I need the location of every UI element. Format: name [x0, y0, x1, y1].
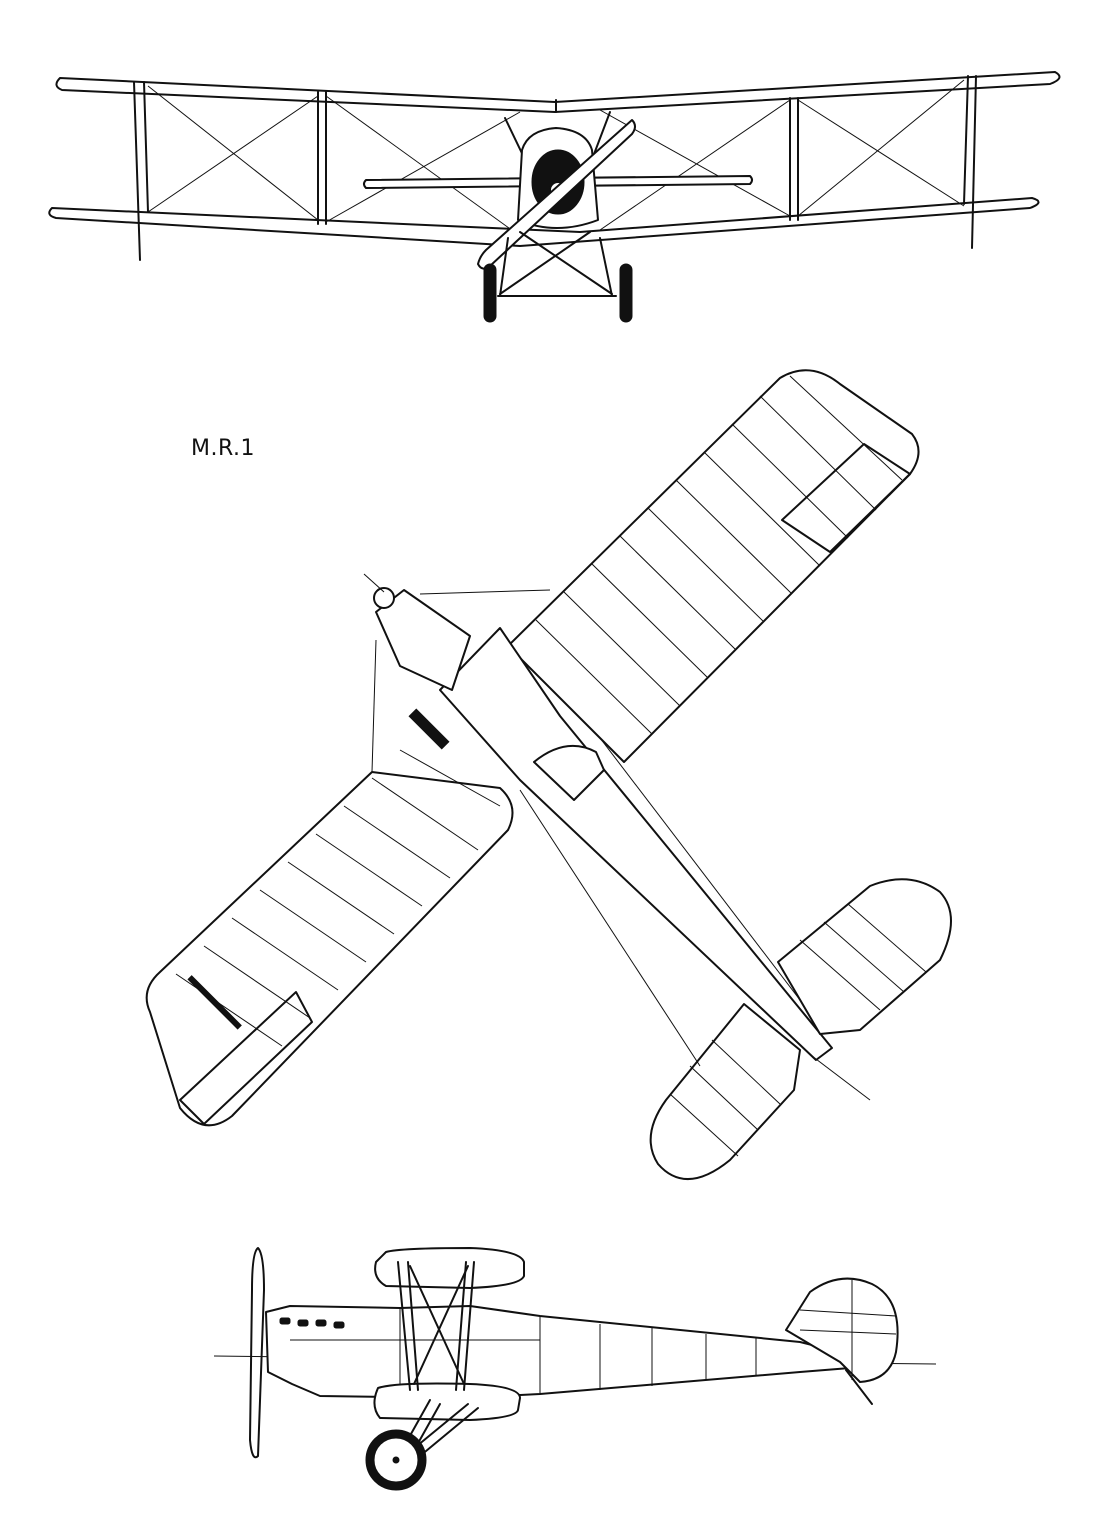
interplane-struts-side	[397, 1261, 475, 1391]
front-view	[48, 71, 1061, 323]
lower-wing-side	[373, 1382, 521, 1421]
engine-exhausts	[279, 1317, 345, 1329]
right-wing-ribs	[535, 375, 903, 735]
engine-block	[375, 589, 471, 691]
aircraft-designation: M.R.1	[191, 436, 255, 461]
propeller-plan	[408, 708, 450, 750]
interplane-struts	[133, 75, 977, 261]
right-wheel	[619, 263, 633, 323]
left-tailplane	[649, 1003, 801, 1180]
fuselage-plan	[439, 627, 833, 1061]
tail-ribs	[669, 903, 927, 1157]
rudder-ribs	[799, 1280, 897, 1380]
left-wing-ribs	[175, 749, 501, 1047]
upper-wing	[55, 71, 1061, 113]
upper-wing-side	[374, 1247, 525, 1289]
undercarriage	[497, 231, 617, 297]
left-aileron	[179, 991, 313, 1125]
fuselage-side	[265, 1305, 857, 1399]
cockpit-opening	[533, 745, 605, 801]
left-wheel	[483, 263, 497, 323]
right-wing-panel	[507, 369, 920, 763]
propeller-side	[249, 1247, 265, 1459]
fin-rudder	[785, 1277, 899, 1383]
plan-view	[145, 369, 952, 1180]
bracing-wires	[147, 79, 965, 237]
lower-wing	[48, 197, 1040, 247]
right-aileron	[781, 443, 911, 553]
aileron-slot	[187, 975, 242, 1030]
propeller-spinner	[373, 587, 395, 609]
wheel-hub	[392, 1456, 400, 1464]
side-view	[213, 1247, 937, 1491]
propeller	[477, 119, 636, 270]
left-wing-panel	[145, 771, 514, 1127]
tailskid	[845, 1369, 873, 1405]
right-tailplane	[777, 878, 952, 1035]
plan-rigging-lines	[363, 573, 871, 1101]
